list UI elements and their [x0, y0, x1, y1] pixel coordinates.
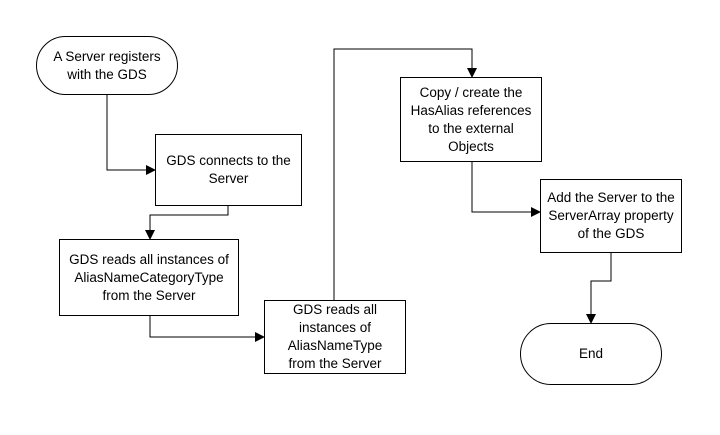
read-aliases-step: GDS reads all instances of AliasNameType…	[264, 300, 406, 374]
arrow-add-server-to-end	[586, 253, 612, 324]
arrow-start-to-connect	[106, 95, 156, 175]
copy-refs-label: Copy / create the HasAlias references to…	[410, 84, 532, 154]
add-server-label: Add the Server to the ServerArray proper…	[547, 190, 675, 241]
end-label: End	[578, 346, 604, 361]
end-terminal: End	[520, 323, 662, 385]
add-server-step: Add the Server to the ServerArray proper…	[540, 179, 682, 253]
start-terminal: A Server registers with the GDS	[36, 36, 178, 95]
arrow-connect-to-read-categories	[145, 206, 229, 240]
copy-refs-step: Copy / create the HasAlias references to…	[400, 77, 542, 162]
start-label: A Server registers with the GDS	[53, 48, 161, 82]
arrow-read-aliases-to-copy-refs	[333, 48, 477, 300]
read-categories-label: GDS reads all instances of AliasNameCate…	[69, 251, 229, 303]
read-aliases-label: GDS reads all instances of AliasNameType…	[287, 302, 383, 371]
connect-label: GDS connects to the Server	[166, 153, 291, 186]
arrow-copy-refs-to-add-server	[471, 162, 541, 217]
connect-step: GDS connects to the Server	[155, 134, 302, 206]
read-categories-step: GDS reads all instances of AliasNameCate…	[59, 239, 239, 316]
arrow-read-categories-to-read-aliases	[149, 316, 265, 342]
